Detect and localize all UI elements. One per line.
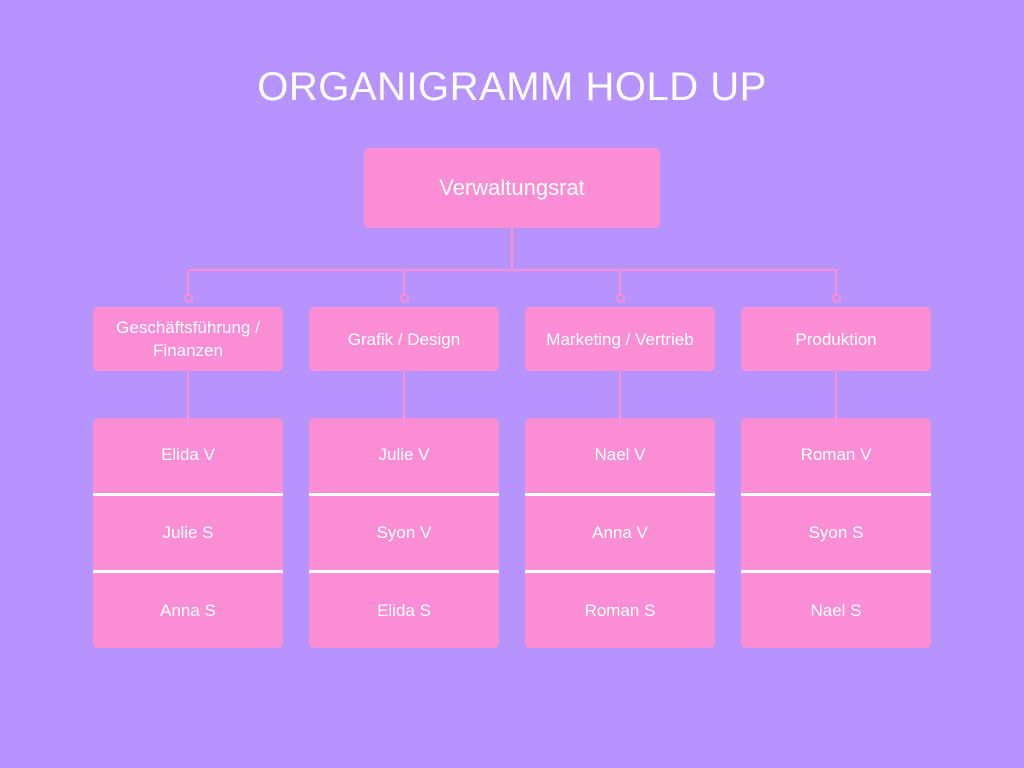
list-item[interactable]: Julie V [378, 445, 430, 465]
connector-stem-dept-2 [403, 371, 405, 419]
connector-dot-dept-3 [616, 294, 625, 303]
node-department-2-label: Grafik / Design [347, 329, 461, 349]
node-root-verwaltungsrat[interactable]: Verwaltungsrat [364, 148, 660, 228]
connector-drop-dept-2 [403, 271, 405, 296]
node-department-1[interactable]: Geschäftsführung / Finanzen [93, 307, 283, 371]
list-item[interactable]: Nael S [741, 570, 931, 648]
connector-drop-dept-1 [187, 271, 189, 296]
node-department-4[interactable]: Produktion [741, 307, 931, 371]
connector-dot-dept-4 [832, 294, 841, 303]
connector-root-trunk [511, 228, 513, 271]
connector-dot-dept-2 [400, 294, 409, 303]
connector-stem-dept-1 [187, 371, 189, 419]
member-stack-department-4: Roman V Syon S Nael S [741, 418, 931, 648]
list-item[interactable]: Julie S [93, 492, 283, 571]
node-department-4-label: Produktion [795, 329, 877, 349]
list-item[interactable]: Syon S [741, 492, 931, 571]
connector-horizontal-bus [188, 269, 838, 271]
connector-stem-dept-3 [619, 371, 621, 419]
connector-drop-dept-3 [619, 271, 621, 296]
node-root-label: Verwaltungsrat [439, 175, 585, 200]
list-item[interactable]: Roman S [525, 570, 715, 648]
member-stack-department-3: Nael V Anna V Roman S [525, 418, 715, 648]
node-department-3-label: Marketing / Vertrieb [546, 329, 694, 349]
member-stack-department-1: Elida V Julie S Anna S [93, 418, 283, 648]
connector-dot-dept-1 [184, 294, 193, 303]
node-department-1-label: Geschäftsführung / Finanzen [116, 318, 260, 360]
connector-drop-dept-4 [835, 271, 837, 296]
list-item[interactable]: Elida V [161, 445, 215, 465]
page-title: ORGANIGRAMM HOLD UP [257, 65, 767, 109]
node-department-3[interactable]: Marketing / Vertrieb [525, 307, 715, 371]
list-item[interactable]: Elida S [309, 570, 499, 648]
list-item[interactable]: Nael V [594, 445, 646, 465]
list-item[interactable]: Anna V [525, 492, 715, 571]
list-item[interactable]: Syon V [309, 492, 499, 571]
member-stack-department-2: Julie V Syon V Elida S [309, 418, 499, 648]
node-department-2[interactable]: Grafik / Design [309, 307, 499, 371]
list-item[interactable]: Anna S [93, 570, 283, 648]
list-item[interactable]: Roman V [800, 445, 872, 465]
connector-stem-dept-4 [835, 371, 837, 419]
